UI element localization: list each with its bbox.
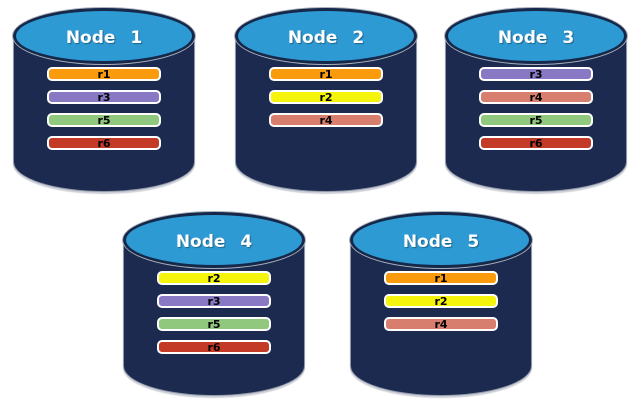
node-2-replica-stack: r1 r2 r4 <box>235 67 417 136</box>
replica-bar-r6: r6 <box>47 136 161 150</box>
replica-bar-r2: r2 <box>384 294 498 308</box>
node-4-cylinder-top: Node 4 <box>123 212 305 268</box>
replica-bar-r3: r3 <box>479 67 593 81</box>
node-3-replica-stack: r3 r4 r5 r6 <box>445 67 627 159</box>
replica-bar-r3: r3 <box>157 294 271 308</box>
replica-bar-r4: r4 <box>384 317 498 331</box>
node-3-title: Node 3 <box>497 27 575 48</box>
node-1-cylinder-top: Node 1 <box>13 8 195 64</box>
node-1-title: Node 1 <box>65 27 143 48</box>
replica-bar-r5: r5 <box>479 113 593 127</box>
node-2-title: Node 2 <box>287 27 365 48</box>
replica-bar-r6: r6 <box>157 340 271 354</box>
node-4-cylinder: Node 4 r2 r3 r5 r6 <box>123 212 305 396</box>
replica-bar-r1: r1 <box>269 67 383 81</box>
node-1-replica-stack: r1 r3 r5 r6 <box>13 67 195 159</box>
node-2-cylinder-top: Node 2 <box>235 8 417 64</box>
node-5-title: Node 5 <box>402 231 480 252</box>
node-4-title: Node 4 <box>175 231 253 252</box>
replica-bar-r6: r6 <box>479 136 593 150</box>
replica-bar-r4: r4 <box>269 113 383 127</box>
replica-bar-r1: r1 <box>384 271 498 285</box>
replica-bar-r5: r5 <box>157 317 271 331</box>
replica-bar-r2: r2 <box>157 271 271 285</box>
node-5-cylinder-top: Node 5 <box>350 212 532 268</box>
replica-bar-r5: r5 <box>47 113 161 127</box>
replica-bar-r2: r2 <box>269 90 383 104</box>
replica-bar-r1: r1 <box>47 67 161 81</box>
node-3-cylinder: Node 3 r3 r4 r5 r6 <box>445 8 627 192</box>
replica-bar-r4: r4 <box>479 90 593 104</box>
node-3-cylinder-top: Node 3 <box>445 8 627 64</box>
replica-bar-r3: r3 <box>47 90 161 104</box>
node-5-replica-stack: r1 r2 r4 <box>350 271 532 340</box>
node-1-cylinder: Node 1 r1 r3 r5 r6 <box>13 8 195 192</box>
node-5-cylinder: Node 5 r1 r2 r4 <box>350 212 532 396</box>
node-2-cylinder: Node 2 r1 r2 r4 <box>235 8 417 192</box>
node-4-replica-stack: r2 r3 r5 r6 <box>123 271 305 363</box>
